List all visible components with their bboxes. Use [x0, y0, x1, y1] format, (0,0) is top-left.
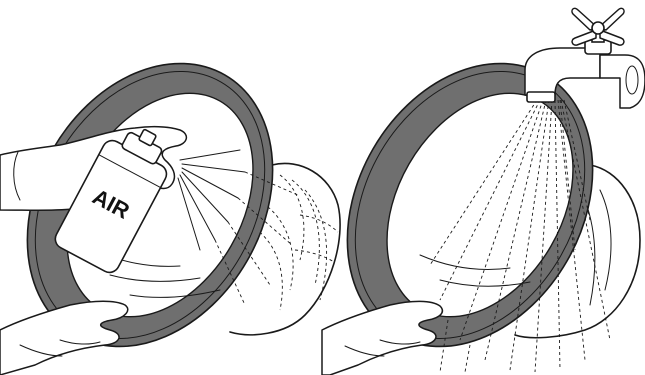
panel-water-rinse	[298, 8, 645, 375]
lower-hand-right	[322, 301, 442, 375]
lower-hand-left	[0, 301, 128, 375]
water-faucet	[525, 8, 645, 108]
panel-compressed-air: AIR	[0, 19, 340, 375]
